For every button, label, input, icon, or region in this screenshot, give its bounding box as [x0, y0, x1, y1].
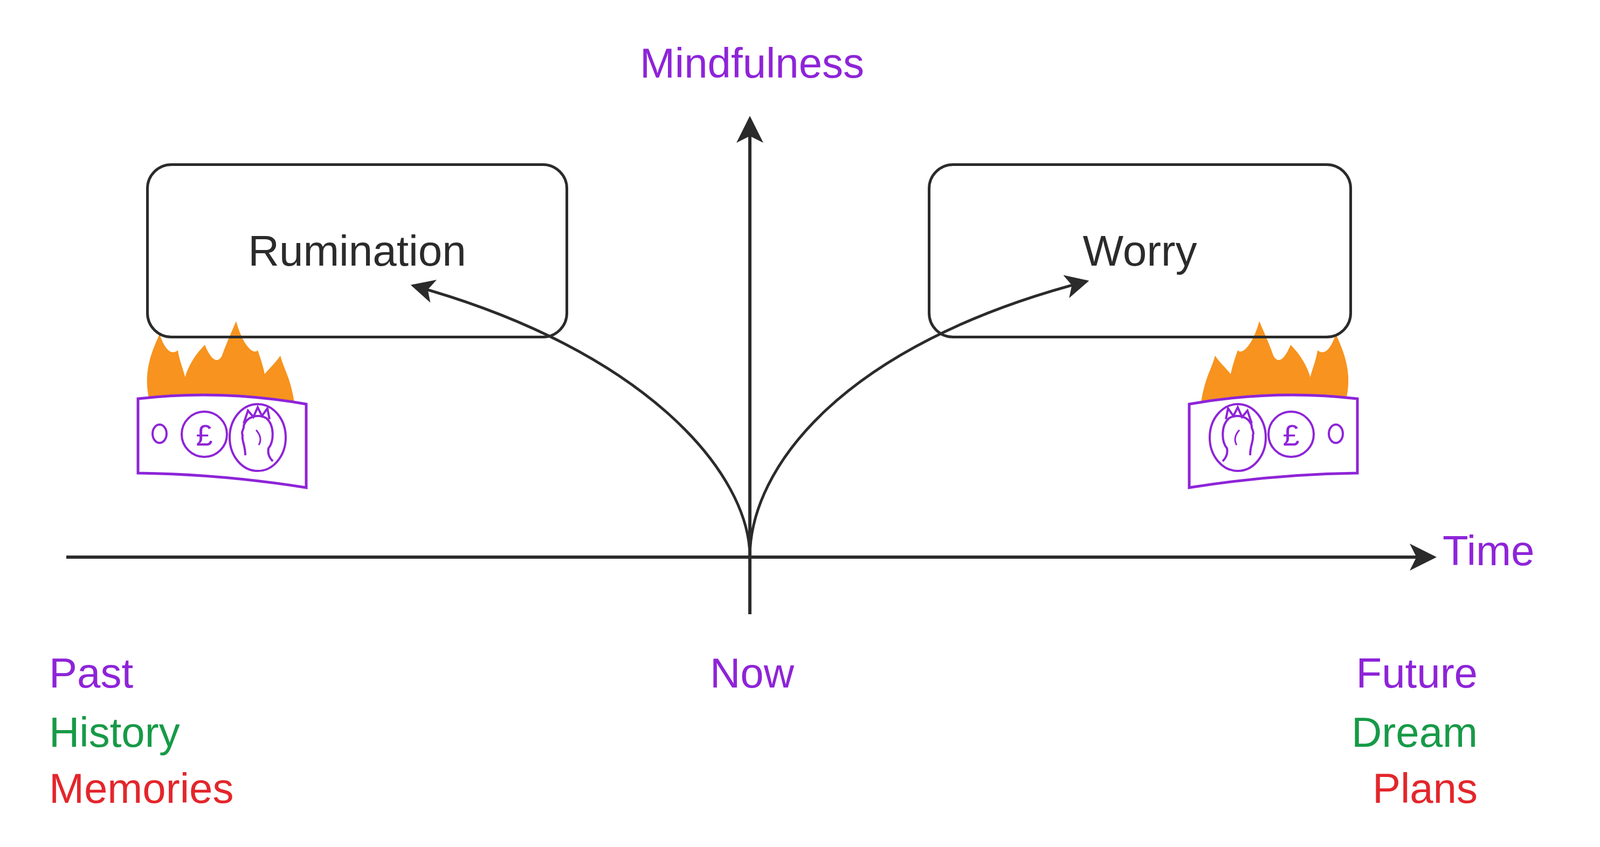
timeline-label: History [49, 711, 181, 754]
rumination-box: Rumination [146, 163, 569, 339]
timeline-label: Past [49, 652, 134, 695]
axis-title: Mindfulness [639, 42, 865, 85]
worry-curve [749, 281, 1087, 558]
box-label: Rumination [247, 227, 467, 275]
burning-banknote [1189, 321, 1358, 488]
timeline-label: Plans [1372, 767, 1478, 810]
rumination-curve [412, 285, 750, 558]
timeline-label: Memories [49, 767, 234, 810]
currency-symbol: £ [1282, 420, 1300, 451]
timeline-label: Now [709, 652, 795, 695]
worry-box: Worry [927, 163, 1353, 339]
axis-title: Time [1442, 529, 1535, 572]
box-label: Worry [1083, 227, 1198, 275]
burning-banknote [138, 321, 307, 488]
timeline-label: Dream [1351, 711, 1478, 754]
timeline-label: Future [1356, 652, 1478, 695]
currency-symbol: £ [195, 420, 213, 451]
